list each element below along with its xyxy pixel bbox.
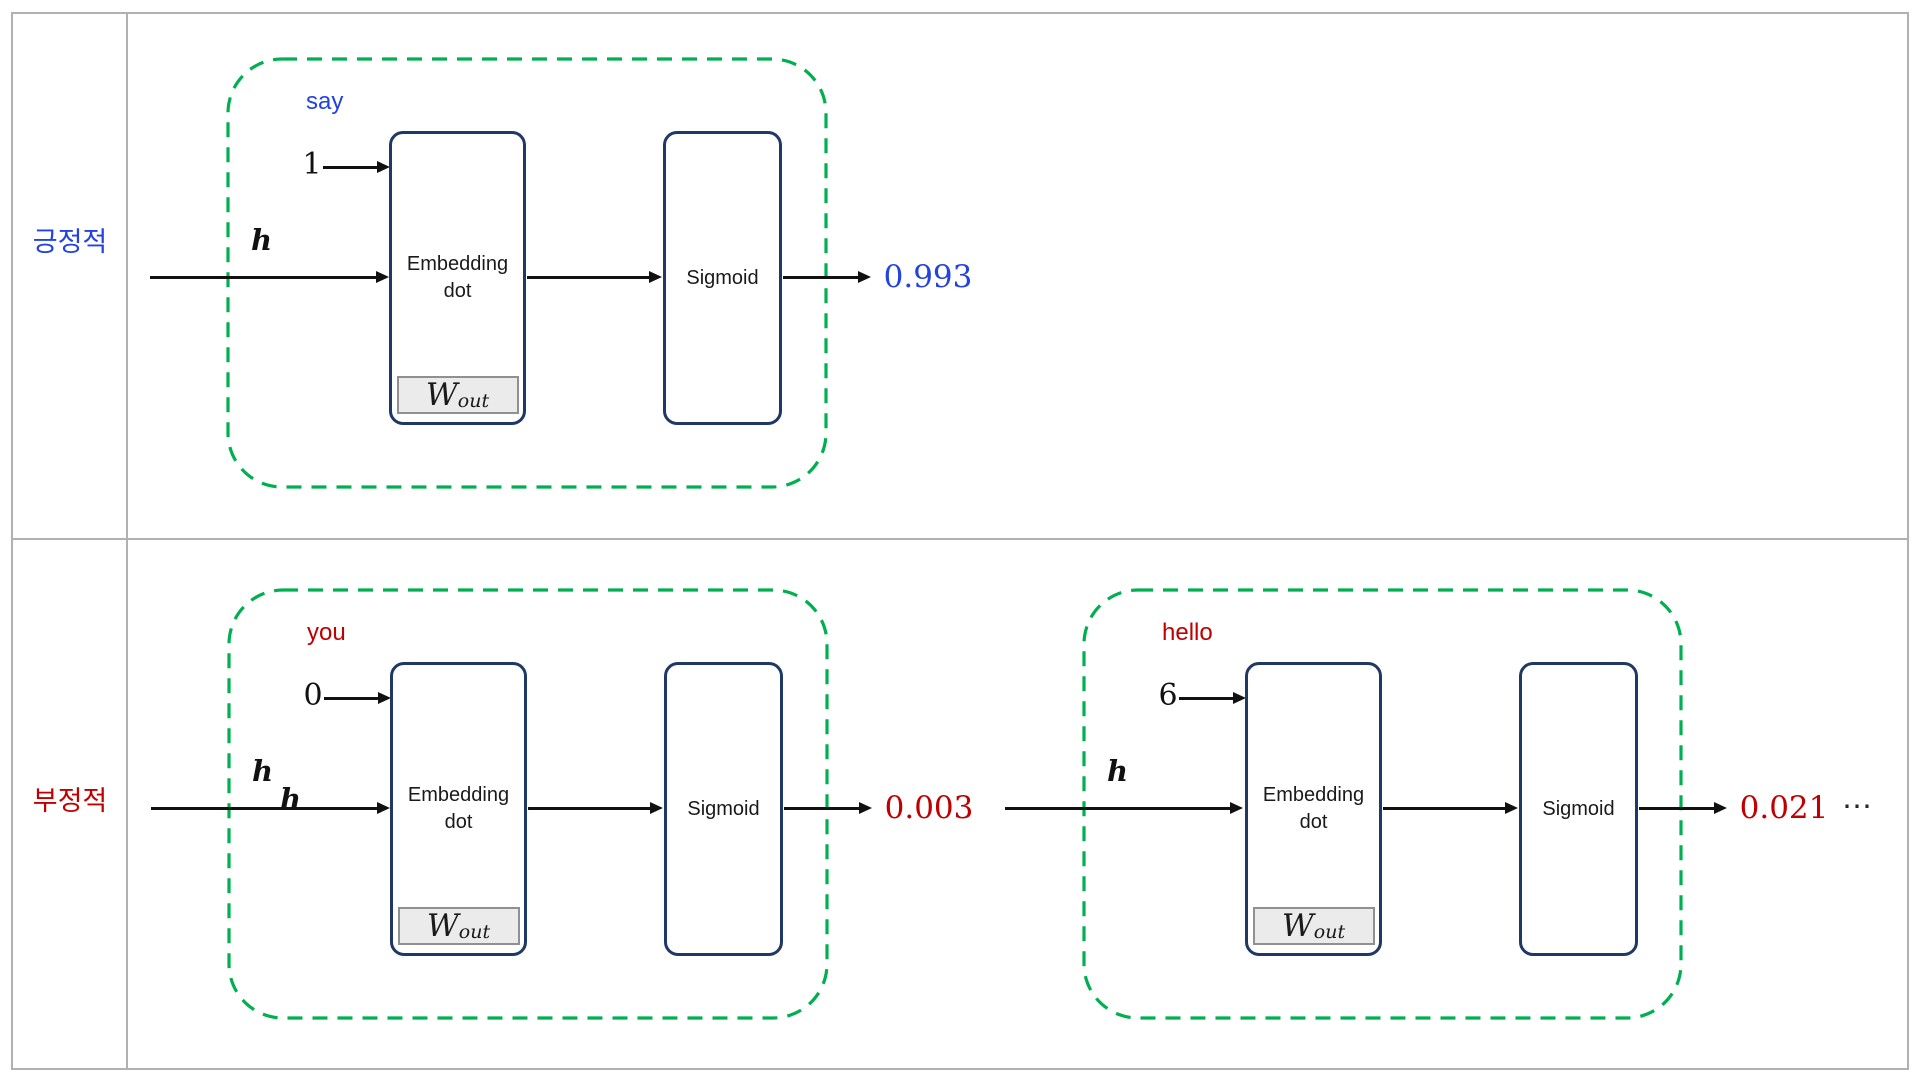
embed-to-sigmoid-arrow: [1383, 802, 1518, 814]
sigmoid-label: Sigmoid: [687, 797, 760, 820]
hidden-vector-label: h: [251, 223, 273, 257]
table-outline: [11, 12, 1909, 1070]
row-label-negative: 부정적: [32, 786, 108, 816]
row-label-positive: 긍정적: [32, 227, 108, 257]
more-samples-ellipsis: ⋯: [1842, 790, 1874, 823]
index-arrow: [1179, 692, 1246, 704]
embedding-dot-label: Embedding dot: [407, 784, 510, 833]
hidden-vector-label: h: [252, 754, 274, 788]
output-arrow: [784, 802, 872, 814]
embedding-dot-label: Embedding dot: [1262, 784, 1365, 833]
sigmoid-label: Sigmoid: [1542, 797, 1615, 820]
output-arrow: [1639, 802, 1727, 814]
embed-to-sigmoid-arrow: [527, 271, 662, 283]
output-probability: 0.003: [884, 790, 974, 826]
sigmoid-node: Sigmoid: [1519, 662, 1638, 956]
target-word-label: you: [307, 619, 346, 646]
hidden-input-arrow: [1005, 802, 1243, 814]
table-row-divider: [11, 538, 1907, 540]
index-arrow: [323, 161, 390, 173]
output-probability: 0.021: [1739, 790, 1829, 826]
index-arrow: [324, 692, 391, 704]
output-probability: 0.993: [883, 259, 973, 295]
hidden-vector-label: h: [1107, 754, 1129, 788]
sigmoid-node: Sigmoid: [664, 662, 783, 956]
table-column-divider: [126, 12, 128, 1068]
embedding-dot-label: Embedding dot: [406, 253, 509, 302]
word-index-value: 0: [303, 678, 323, 713]
hidden-input-arrow: [151, 802, 390, 814]
embed-to-sigmoid-arrow: [528, 802, 663, 814]
target-word-label: say: [306, 88, 344, 115]
dashed-group-outline: [227, 588, 829, 1020]
hidden-vector-label-duplicate: h: [280, 782, 302, 816]
output-arrow: [783, 271, 871, 283]
dashed-group-outline: [226, 57, 828, 489]
dashed-group-outline: [1082, 588, 1683, 1020]
hidden-input-arrow: [150, 271, 389, 283]
word-index-value: 1: [302, 147, 322, 182]
sigmoid-label: Sigmoid: [686, 266, 759, 289]
word-index-value: 6: [1158, 678, 1178, 713]
target-word-label: hello: [1162, 619, 1213, 646]
sigmoid-node: Sigmoid: [663, 131, 782, 425]
